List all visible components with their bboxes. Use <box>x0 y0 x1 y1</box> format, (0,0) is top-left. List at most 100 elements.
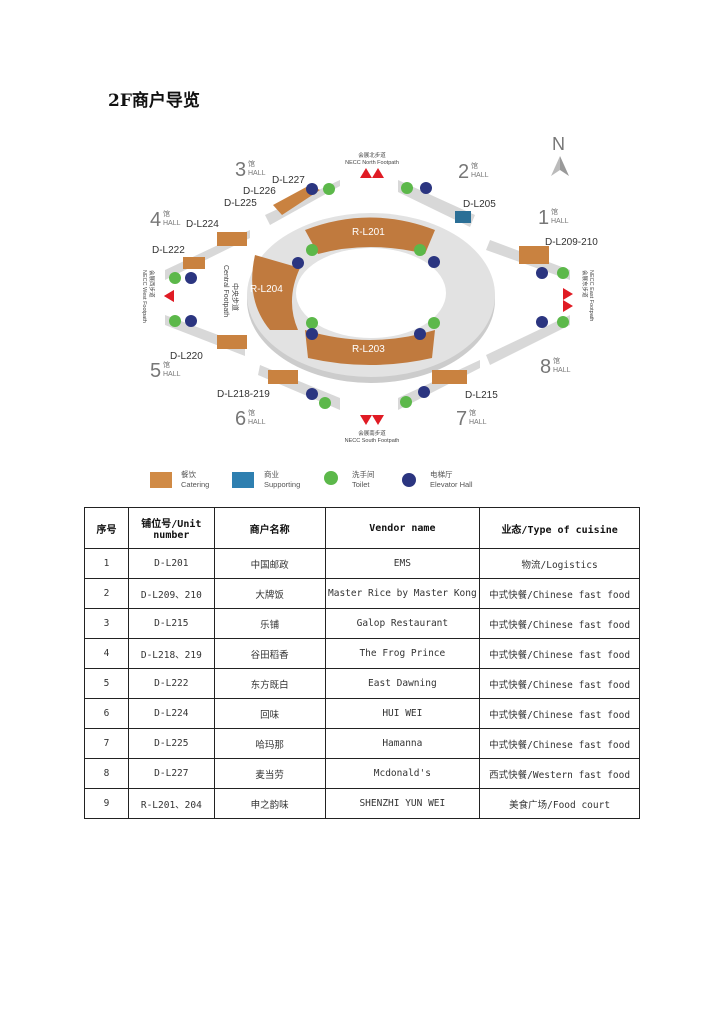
svg-text:Toilet: Toilet <box>352 480 370 489</box>
cell-unit: D-L201 <box>127 548 215 579</box>
svg-text:馆: 馆 <box>471 161 478 170</box>
svg-text:Elevator Hall: Elevator Hall <box>430 480 473 489</box>
cell-vendor-cn: 回味 <box>213 698 326 729</box>
cell-vendor-en: The Frog Prince <box>324 638 481 669</box>
cell-index: 5 <box>84 668 129 699</box>
svg-text:Catering: Catering <box>181 480 209 489</box>
cell-vendor-cn: 哈玛那 <box>213 728 326 759</box>
cell-vendor-en: East Dawning <box>324 668 481 699</box>
cell-index: 9 <box>84 788 129 819</box>
south-footpath-cn: 会展南步道 <box>358 429 386 437</box>
east-footpath-cn: 会展东步道 <box>581 270 589 298</box>
east-footpath-en: NECC East Footpath <box>588 270 594 321</box>
svg-text:3: 3 <box>235 159 246 181</box>
svg-text:HALL: HALL <box>469 419 487 426</box>
north-arrow-icon <box>560 156 569 176</box>
cell-cuisine: 西式快餐/Western fast food <box>479 758 640 789</box>
unit-label: D-L215 <box>465 390 498 401</box>
svg-text:HALL: HALL <box>163 220 181 227</box>
unit-r-l204[interactable] <box>252 255 300 330</box>
svg-text:馆: 馆 <box>551 207 558 216</box>
svg-text:4: 4 <box>150 209 161 231</box>
toilet-icon <box>324 471 338 485</box>
cell-cuisine: 美食广场/Food court <box>479 788 640 819</box>
ring-unit-label: R-L204 <box>250 284 283 295</box>
floor-map: N R-L201 R-L204 R-L203 <box>141 134 598 489</box>
header-cuisine: 业态/Type of cuisine <box>479 507 640 549</box>
cell-cuisine: 中式快餐/Chinese fast food <box>479 578 640 609</box>
table-header-row: 序号 铺位号/Unit number 商户名称 Vendor name 业态/T… <box>84 507 640 549</box>
header-index: 序号 <box>84 507 129 549</box>
svg-text:馆: 馆 <box>553 356 560 365</box>
unit-label: D-L209-210 <box>545 237 598 248</box>
cell-index: 1 <box>84 548 129 579</box>
cell-vendor-cn: 谷田稻香 <box>213 638 326 669</box>
cell-unit: R-L201、204 <box>127 788 215 819</box>
svg-text:HALL: HALL <box>471 172 489 179</box>
central-footpath-en: Central Footpath <box>222 265 229 317</box>
cell-vendor-en: EMS <box>324 548 481 579</box>
cell-vendor-en: Hamanna <box>324 728 481 759</box>
ring-unit-label: R-L203 <box>352 344 385 355</box>
cell-index: 3 <box>84 608 129 639</box>
north-label: N <box>552 134 565 154</box>
cell-unit: D-L218、219 <box>127 638 215 669</box>
svg-text:8: 8 <box>540 356 551 378</box>
cell-cuisine: 中式快餐/Chinese fast food <box>479 728 640 759</box>
svg-text:Supporting: Supporting <box>264 480 300 489</box>
cell-vendor-cn: 麦当劳 <box>213 758 326 789</box>
svg-text:馆: 馆 <box>163 360 170 369</box>
unit-r-l201[interactable] <box>305 217 435 255</box>
cell-vendor-cn: 东方既白 <box>213 668 326 699</box>
toilet-icons <box>169 182 569 409</box>
page-title: 2F商户导览 <box>108 91 200 111</box>
unit-label: D-L227 <box>272 175 305 186</box>
svg-text:5: 5 <box>150 360 161 382</box>
unit-label: D-L220 <box>170 351 203 362</box>
unit-label: D-L205 <box>463 199 496 210</box>
unit-label: D-L218-219 <box>217 389 270 400</box>
svg-text:馆: 馆 <box>469 408 476 417</box>
cell-index: 4 <box>84 638 129 669</box>
unit-label: D-L225 <box>224 198 257 209</box>
cell-index: 2 <box>84 578 129 609</box>
ring-unit-label: R-L201 <box>352 227 385 238</box>
svg-text:HALL: HALL <box>551 218 569 225</box>
svg-text:馆: 馆 <box>163 209 170 218</box>
svg-text:馆: 馆 <box>248 159 255 168</box>
legend-supporting-swatch <box>232 472 254 488</box>
unit-r-l203[interactable] <box>305 330 435 365</box>
cell-vendor-cn: 申之韵味 <box>213 788 326 819</box>
ring-center <box>296 248 446 338</box>
svg-text:6: 6 <box>235 408 246 430</box>
svg-text:馆: 馆 <box>248 408 255 417</box>
cell-unit: D-L225 <box>127 728 215 759</box>
vendor-table: 序号 铺位号/Unit number 商户名称 Vendor name 业态/T… <box>84 507 640 819</box>
header-vendor-en: Vendor name <box>324 507 481 549</box>
cell-unit: D-L224 <box>127 698 215 729</box>
south-footpath-en: NECC South Footpath <box>345 438 400 444</box>
elevator-icon <box>402 473 416 487</box>
unit-label: D-L222 <box>152 245 185 256</box>
elevator-icons <box>185 182 548 400</box>
svg-text:餐饮: 餐饮 <box>181 469 196 479</box>
cell-cuisine: 中式快餐/Chinese fast food <box>479 608 640 639</box>
svg-text:1: 1 <box>538 207 549 229</box>
catering-stores <box>183 185 549 384</box>
central-footpath-cn: 中央步道 <box>231 283 240 311</box>
